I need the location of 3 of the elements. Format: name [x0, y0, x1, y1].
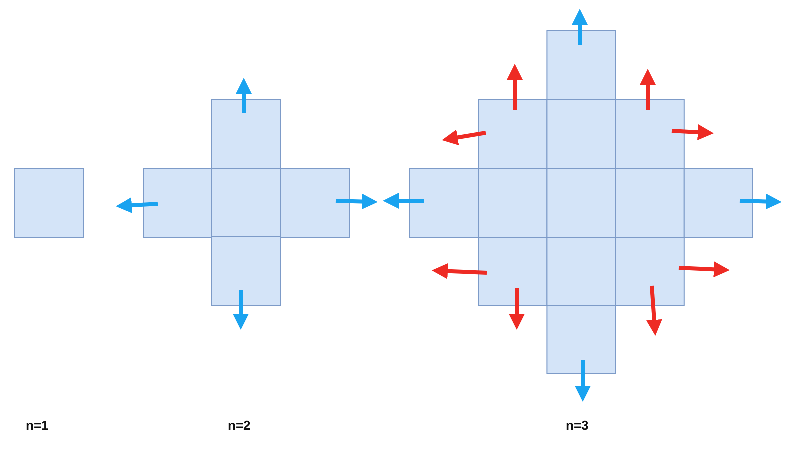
- step-label: n=2: [228, 418, 251, 433]
- step-label: n=1: [26, 418, 49, 433]
- step-label: n=3: [566, 418, 589, 433]
